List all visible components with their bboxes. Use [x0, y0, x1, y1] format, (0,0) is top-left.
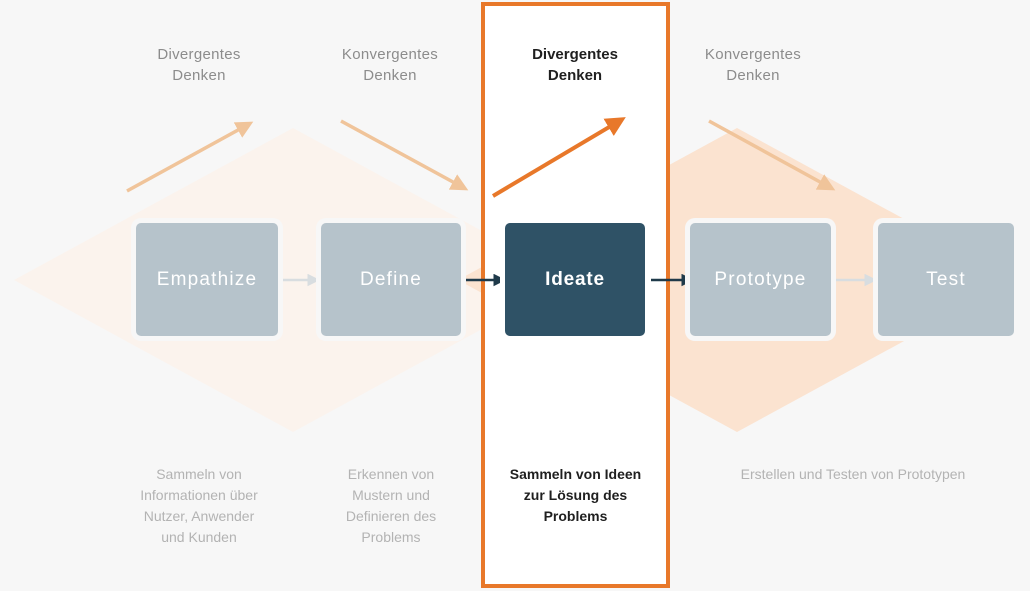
caption-prototype-test: Erstellen und Testen von Prototypen	[740, 466, 966, 482]
stage-label-ideate: Ideate	[545, 268, 605, 290]
caption-empathize: Sammeln von Informationen über Nutzer, A…	[140, 466, 258, 545]
stage-box-ideate[interactable]: Ideate	[505, 223, 645, 336]
column-header-divergent-1: Divergentes Denken	[157, 46, 241, 84]
caption-ideate: Sammeln von Ideen zur Lösung des Problem…	[509, 466, 642, 524]
stage-label-define: Define	[359, 268, 423, 290]
stage-label-empathize: Empathize	[156, 268, 258, 290]
stage-box-prototype[interactable]: Prototype	[690, 223, 831, 336]
caption-define: Erkennen von Mustern und Definieren des …	[345, 466, 437, 545]
column-header-divergent-2: Divergentes Denken	[532, 46, 618, 84]
stage-label-test: Test	[926, 268, 966, 290]
column-header-convergent-2: Konvergentes Denken	[704, 46, 802, 84]
divergent-arrow-2	[491, 117, 626, 198]
stage-label-prototype: Prototype	[714, 268, 807, 290]
convergent-arrow-2	[708, 119, 836, 191]
divergent-arrow-1	[126, 121, 254, 193]
stage-box-empathize[interactable]: Empathize	[136, 223, 278, 336]
column-header-convergent-1: Konvergentes Denken	[341, 46, 439, 84]
stage-box-define[interactable]: Define	[321, 223, 461, 336]
stage-box-test[interactable]: Test	[878, 223, 1014, 336]
convergent-arrow-1	[340, 119, 469, 191]
